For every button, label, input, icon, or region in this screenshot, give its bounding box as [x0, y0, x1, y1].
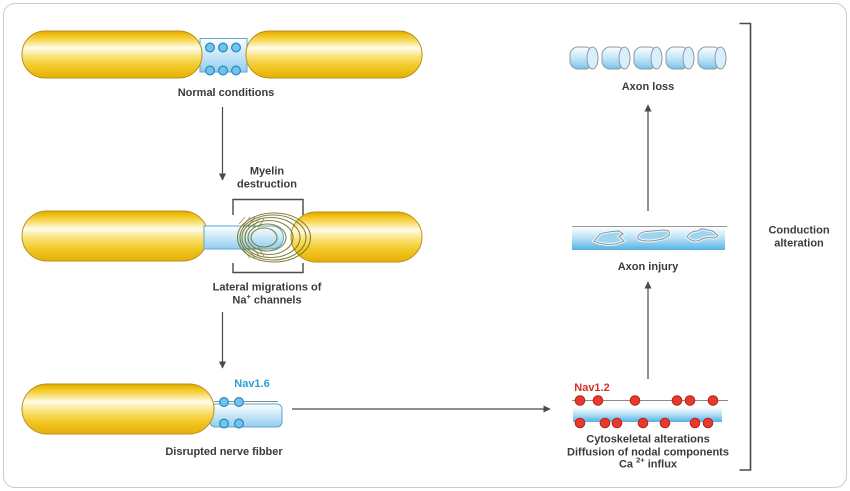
normal-conditions-label: Normal conditions: [177, 86, 275, 99]
axon-injury-label: Axon injury: [617, 260, 679, 273]
nav12-channel: [659, 417, 671, 429]
axon-fragment: [601, 46, 631, 70]
nav12-channel: [629, 395, 641, 406]
conduction-line1: Conduction: [768, 224, 830, 237]
nav16-channels: [219, 397, 245, 429]
lateral-migrations-label: Lateral migrations of Na+ channels: [213, 282, 322, 307]
sodium-channel: [219, 397, 230, 408]
myelin-segment: [21, 210, 209, 262]
axon-fragment: [569, 46, 599, 70]
nav12-channel: [689, 417, 701, 429]
sodium-channel: [234, 397, 245, 408]
exposed-axon: [203, 225, 284, 250]
nav12-channel: [671, 395, 683, 406]
conduction-alteration-bracket: [739, 22, 752, 471]
nav12-channel: [684, 395, 696, 406]
nav12-channel: [611, 417, 623, 429]
conduction-alteration-label: Conduction alteration: [768, 225, 829, 250]
myelin-destruction-line1: Myelin: [249, 165, 285, 178]
axon-loss-label: Axon loss: [621, 80, 675, 93]
nav12-channel: [707, 395, 719, 406]
figure-border: [3, 3, 847, 488]
node-of-ranvier-channels: [205, 42, 242, 76]
nav16-label: Nav1.6: [234, 377, 270, 390]
sodium-channel: [205, 42, 216, 53]
unraveling-myelin-coil: [236, 212, 312, 263]
sodium-channel: [231, 42, 242, 53]
nav12-channel: [702, 417, 714, 429]
conduction-line2: alteration: [774, 237, 824, 249]
sodium-channel: [231, 65, 242, 76]
lateral-migration-bracket: [232, 263, 304, 274]
nodal-line3: Ca 2+ influx: [618, 455, 678, 471]
axon-loss-fragments: [569, 46, 727, 70]
disrupted-nerve-fiber: [21, 383, 283, 435]
nav12-channel: [637, 417, 649, 429]
axon-injury-band: [572, 226, 727, 250]
axon-fragment: [697, 46, 727, 70]
myelin-segment: [21, 383, 215, 435]
nav12-channels: [574, 395, 719, 429]
myelin-segment: [21, 30, 203, 79]
myelin-destruction-bracket: [232, 198, 304, 215]
myelin-destruction-line2: destruction: [237, 178, 297, 190]
myelin-segment: [245, 30, 423, 79]
nodal-alterations-label: Cytoskeletal alterations Diffusion of no…: [567, 433, 729, 471]
sodium-channel: [234, 418, 245, 429]
axon-fragment: [665, 46, 695, 70]
flow-arrows: [218, 104, 652, 413]
lateral-line1: Lateral migrations of: [212, 281, 322, 294]
sodium-channel: [205, 65, 216, 76]
nav12-channel: [592, 395, 604, 406]
normal-nerve-fiber: [21, 30, 423, 79]
nodal-line2: Diffusion of nodal components: [567, 445, 729, 458]
altered-axon: [573, 407, 722, 422]
nav12-label: Nav1.2: [574, 381, 610, 394]
nav12-channel: [574, 417, 586, 429]
axon-fragment: [633, 46, 663, 70]
sodium-channel: [218, 42, 229, 53]
demyelinating-fiber: [21, 198, 423, 274]
nodal-alteration-panel: [572, 395, 728, 429]
nav12-channel: [574, 395, 586, 406]
nav12-channel: [599, 417, 611, 429]
nodal-line1: Cytoskeletal alterations: [586, 433, 710, 446]
cytoskeletal-debris: [591, 227, 720, 247]
myelin-destruction-label: Myelin destruction: [237, 166, 297, 191]
sodium-channel: [219, 418, 230, 429]
lateral-line2: Na+ channels: [232, 291, 302, 306]
disrupted-fiber-label: Disrupted nerve fibber: [165, 445, 283, 458]
myelin-segment: [290, 211, 423, 263]
sodium-channel: [218, 65, 229, 76]
